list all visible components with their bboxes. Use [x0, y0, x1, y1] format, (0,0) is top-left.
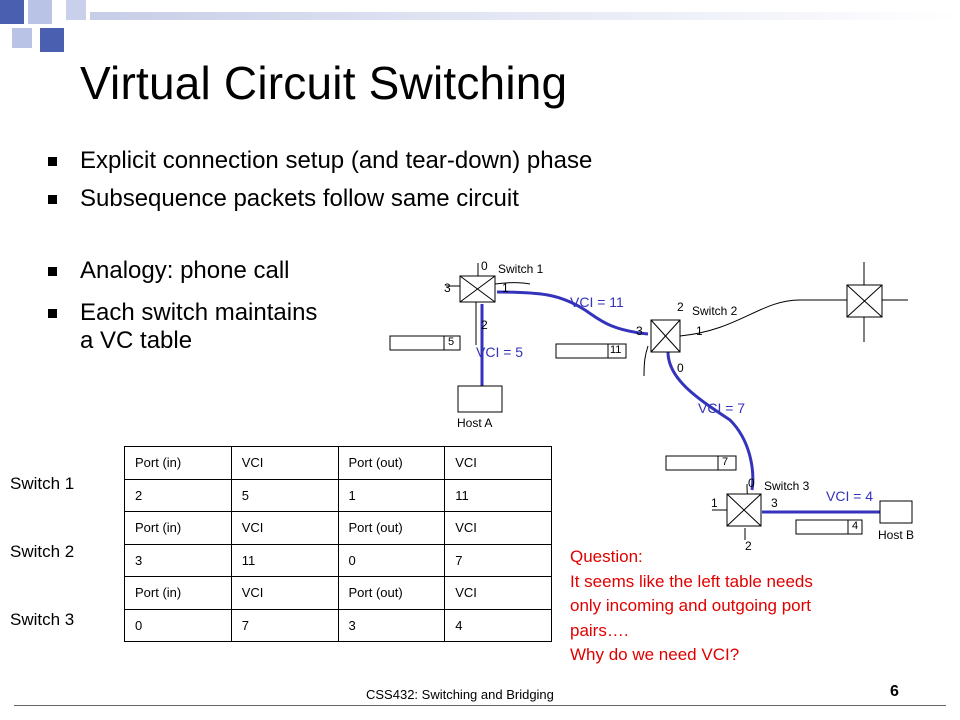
- switch2-label: Switch 2: [692, 304, 738, 318]
- packet-vci-4: 4: [852, 520, 859, 532]
- question-line: Why do we need VCI?: [570, 645, 740, 664]
- table-cell: VCI: [444, 511, 552, 545]
- table-cell: Port (out): [337, 511, 446, 545]
- table-cell: 1: [337, 478, 446, 512]
- switch2-port-1: 1: [696, 324, 703, 338]
- question-line: It seems like the left table needs: [570, 571, 813, 591]
- table-cell: 2: [124, 478, 232, 512]
- host-b-label: Host B: [878, 528, 915, 542]
- bullet-text: Subsequence packets follow same circuit: [80, 185, 519, 212]
- bullet-text: Analogy: phone call: [80, 257, 290, 284]
- question-note: Question: It seems like the left table n…: [570, 545, 813, 668]
- bullet-text-continuation: a VC table: [80, 327, 193, 354]
- table-cell: 4: [444, 608, 552, 642]
- table-row: 2 5 1 11: [124, 478, 552, 512]
- switch3-port-3: 3: [771, 496, 778, 510]
- table-row: 0 7 3 4: [124, 608, 552, 642]
- table-cell: Port (out): [337, 446, 446, 480]
- bullet-square-icon: [48, 309, 57, 318]
- switch1-label: Switch 1: [498, 262, 544, 276]
- switch2-port-3: 3: [636, 324, 643, 338]
- page-number: 6: [890, 683, 899, 700]
- bullet-text: Explicit connection setup (and tear-down…: [80, 147, 593, 174]
- table-cell: Port (out): [337, 576, 446, 610]
- bullet-text: Each switch maintains: [80, 299, 318, 326]
- vci-label-4: VCI = 4: [826, 488, 874, 504]
- bullet-square-icon: [48, 157, 57, 166]
- table-cell: VCI: [230, 511, 339, 545]
- table-row: Port (in) VCI Port (out) VCI: [124, 576, 552, 610]
- table-cell: 11: [444, 478, 552, 512]
- switch1-port-2: 2: [481, 318, 488, 332]
- table-cell: Port (in): [124, 576, 232, 610]
- packet-vci-11: 11: [610, 344, 622, 356]
- switch3-port-0: 0: [748, 476, 755, 490]
- table-cell: 7: [444, 543, 552, 577]
- packet-vci-7: 7: [722, 456, 729, 468]
- footer-divider: [14, 705, 946, 706]
- bullet-square-icon: [48, 195, 57, 204]
- table-cell: Port (in): [124, 446, 232, 480]
- switch3-port-2: 2: [745, 539, 752, 553]
- vci-label-7: VCI = 7: [698, 400, 746, 416]
- vci-label-5: VCI = 5: [476, 344, 524, 360]
- slide-footer: CSS432: Switching and Bridging: [366, 687, 554, 702]
- table-cell: 11: [230, 543, 339, 577]
- switch1-port-3: 3: [444, 281, 451, 295]
- switch1-port-0: 0: [481, 259, 488, 273]
- table-row: Port (in) VCI Port (out) VCI: [124, 511, 552, 545]
- switch2-port-2: 2: [677, 300, 684, 314]
- slide-title: Virtual Circuit Switching: [80, 57, 568, 109]
- table-row: 3 11 0 7: [124, 543, 552, 577]
- table-switch3-label: Switch 3: [10, 610, 75, 629]
- switch3-port-1: 1: [711, 496, 718, 510]
- table-row: Port (in) VCI Port (out) VCI: [124, 446, 552, 480]
- question-line: Question:: [570, 547, 643, 566]
- table-cell: VCI: [444, 576, 552, 610]
- switch3-label: Switch 3: [764, 479, 810, 493]
- table-cell: 3: [124, 543, 232, 577]
- vc-table: Port (in) VCI Port (out) VCI 2 5 1 11 Po…: [124, 446, 552, 642]
- question-line: only incoming and outgoing port: [570, 596, 811, 615]
- table-cell: 7: [230, 608, 339, 642]
- table-switch2-label: Switch 2: [10, 542, 75, 561]
- packet-vci-5: 5: [448, 336, 455, 348]
- bullet-square-icon: [48, 267, 57, 276]
- table-cell: VCI: [230, 576, 339, 610]
- table-cell: 5: [230, 478, 339, 512]
- table-cell: Port (in): [124, 511, 232, 545]
- table-switch1-label: Switch 1: [10, 474, 75, 493]
- host-a-label: Host A: [457, 416, 493, 430]
- table-cell: 0: [337, 543, 446, 577]
- table-cell: VCI: [230, 446, 339, 480]
- switch2-port-0: 0: [677, 361, 684, 375]
- switch1-port-1: 1: [502, 281, 509, 295]
- table-cell: 3: [337, 608, 446, 642]
- vci-label-11: VCI = 11: [570, 294, 624, 310]
- table-cell: 0: [124, 608, 232, 642]
- corner-decoration: [0, 0, 960, 52]
- question-line: pairs….: [570, 620, 629, 640]
- table-cell: VCI: [444, 446, 552, 480]
